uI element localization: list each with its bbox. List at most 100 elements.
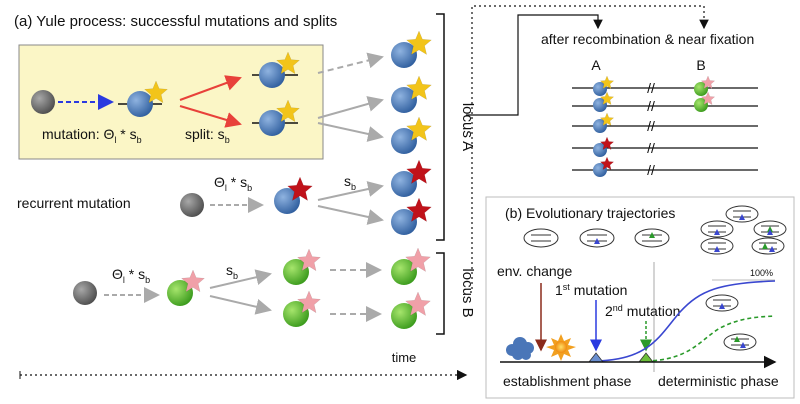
green-ball (283, 301, 309, 327)
star-shape (275, 51, 301, 75)
star-shape (296, 248, 322, 272)
mutation-triangle (762, 243, 768, 249)
locus-a-ball (391, 209, 417, 235)
locus-b-label: locus B (459, 268, 476, 317)
mutation-triangle (649, 232, 655, 238)
mutant-ball (127, 91, 153, 117)
locus-a-ball (391, 128, 417, 154)
split-label: split: sb (185, 126, 230, 145)
star-shape (180, 269, 206, 293)
star-shape (599, 112, 615, 127)
red-star-icon (406, 197, 432, 223)
mutation-triangle (594, 238, 600, 244)
grey-arrow (317, 96, 384, 119)
star-shape (405, 247, 431, 273)
star-shape (406, 116, 432, 142)
star-shape (406, 159, 432, 185)
grey-arrow (209, 295, 272, 315)
establishment-label: establishment phase (503, 373, 632, 389)
red-star-icon (599, 136, 615, 151)
ancestral-ball (31, 90, 55, 114)
yellow-star-icon (406, 30, 432, 56)
star-shape (287, 176, 313, 202)
star-shape (700, 91, 716, 106)
yellow-star-icon (599, 112, 615, 127)
first-mutation-label: 1st mutation (555, 282, 627, 298)
red-star-icon (287, 176, 313, 202)
small-blue-ball (593, 143, 607, 157)
pink-star-icon (405, 247, 431, 273)
panel-b-title: (b) Evolutionary trajectories (505, 205, 675, 221)
deterministic-label: deterministic phase (658, 373, 779, 389)
yellow-star-icon (406, 75, 432, 101)
locus-b-bracket (436, 252, 445, 335)
small-green-ball (694, 98, 708, 112)
yellow-star-icon (275, 51, 301, 75)
yellow-star-icon (275, 99, 301, 123)
locus-b-ball (391, 303, 417, 329)
time-label: time (392, 350, 417, 365)
red-star-icon (406, 159, 432, 185)
env-change-label: env. change (497, 263, 572, 279)
small-blue-ball (593, 163, 607, 177)
mutation-label: mutation: Θl * sb (42, 126, 142, 145)
red-star-icon (599, 156, 615, 171)
pink-star-icon (296, 248, 322, 272)
star-shape (599, 156, 615, 171)
pink-star-icon (180, 269, 206, 293)
star-shape (599, 75, 615, 90)
locus-a-ball (391, 171, 417, 197)
grey-arrow (209, 269, 272, 289)
pink-star-icon (700, 75, 716, 90)
star-shape (700, 75, 716, 90)
mutation-triangle (714, 229, 720, 235)
pink-star-icon (405, 291, 431, 317)
star-shape (296, 290, 322, 314)
column-b-label: B (696, 57, 705, 73)
mutation-triangle (714, 246, 720, 252)
star-shape (406, 30, 432, 56)
small-blue-ball (593, 119, 607, 133)
column-a-label: A (591, 57, 601, 73)
pink-star-icon (296, 290, 322, 314)
mutation-triangle (740, 342, 746, 348)
mutation-triangle (767, 229, 773, 235)
small-blue-ball (593, 98, 607, 112)
sb-label-b: sb (226, 262, 238, 281)
hundred-percent-label: 100% (750, 268, 773, 278)
locus-a-ball (391, 87, 417, 113)
ancestral-ball (73, 281, 97, 305)
star-shape (406, 75, 432, 101)
yellow-star-icon (143, 80, 169, 104)
rate-label: Θl * sb (214, 174, 252, 193)
green-ball (167, 280, 193, 306)
recombination-title: after recombination & near fixation (541, 31, 754, 47)
first-mutation-curve (595, 280, 776, 362)
grey-dashed-arrow (317, 52, 384, 74)
yellow-star-icon (406, 116, 432, 142)
star-shape (599, 91, 615, 106)
locus-a-bracket (436, 13, 445, 241)
mutation-triangle (739, 214, 745, 220)
second-mutation-label: 2nd mutation (605, 303, 680, 319)
yellow-star-icon (599, 75, 615, 90)
split-arrow-down (179, 105, 242, 128)
pink-star-icon (700, 91, 716, 106)
recombinant-chromosomes: // // // // // (572, 75, 758, 178)
panel-a-title: (a) Yule process: successful mutations a… (14, 13, 337, 30)
mutant-ball (274, 188, 300, 214)
break-mark: // (647, 162, 655, 178)
grey-arrow (317, 181, 384, 201)
break-mark: // (647, 80, 655, 96)
panel-b-box (485, 196, 795, 399)
small-green-ball (694, 82, 708, 96)
split-arrow-up (179, 75, 242, 101)
mutation-triangle (734, 336, 740, 342)
cloud-icon (506, 337, 534, 360)
star-shape (406, 197, 432, 223)
yellow-star-icon (599, 91, 615, 106)
mutation-triangle (769, 246, 775, 252)
grey-arrow (317, 205, 384, 225)
locus-a-label: locus A (459, 103, 476, 151)
